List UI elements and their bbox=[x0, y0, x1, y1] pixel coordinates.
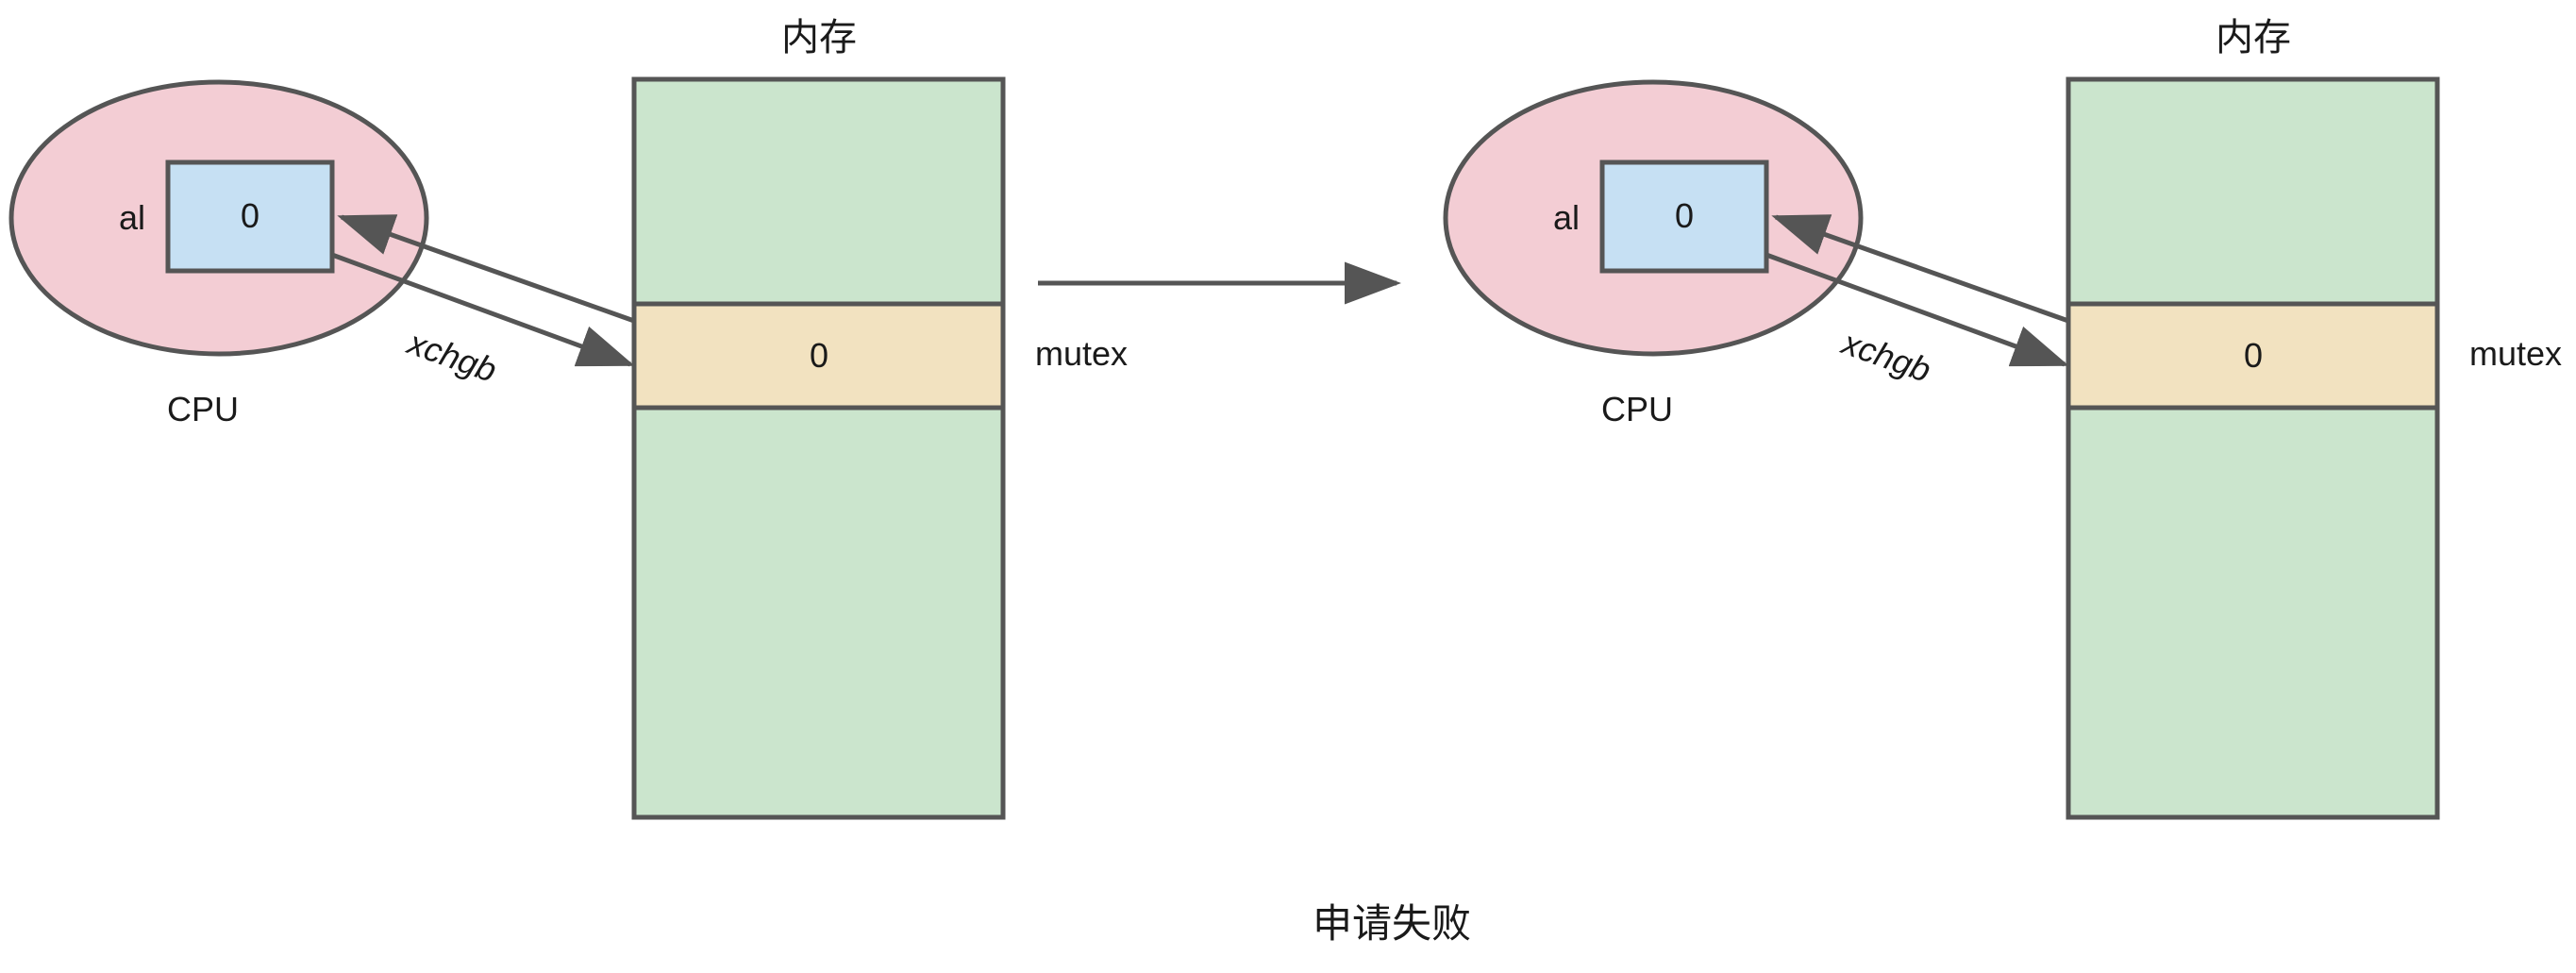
memory-title-after: 内存 bbox=[2216, 17, 2291, 59]
register-box-after bbox=[1599, 159, 1769, 274]
register-value-before: 0 bbox=[240, 196, 260, 235]
mutex-value-before: 0 bbox=[809, 336, 829, 375]
register-name-after: al bbox=[1552, 198, 1581, 237]
mutex-label-after: mutex bbox=[2469, 334, 2563, 373]
xchgb-arrow-in-after bbox=[1771, 214, 2069, 324]
xchgb-arrow-out-after bbox=[1765, 252, 2069, 367]
memory-title-before: 内存 bbox=[781, 17, 857, 59]
diagram-caption: 申请失败 bbox=[1312, 901, 1472, 946]
memory-block-after bbox=[2066, 76, 2440, 820]
memory-block-before bbox=[631, 76, 1006, 820]
panel-after bbox=[1443, 76, 2440, 820]
xchgb-arrow-out-before bbox=[331, 252, 635, 367]
mutex-label-before: mutex bbox=[1035, 334, 1129, 373]
xchgb-arrow-in-before bbox=[337, 214, 635, 324]
mutex-cell-after bbox=[2066, 301, 2440, 411]
cpu-title-after: CPU bbox=[1600, 390, 1674, 428]
panel-before bbox=[8, 76, 1006, 820]
mutex-value-after: 0 bbox=[2243, 336, 2264, 375]
register-box-before bbox=[165, 159, 335, 274]
cpu-title-before: CPU bbox=[166, 390, 240, 428]
register-value-after: 0 bbox=[1674, 196, 1695, 235]
register-name-before: al bbox=[118, 198, 146, 237]
